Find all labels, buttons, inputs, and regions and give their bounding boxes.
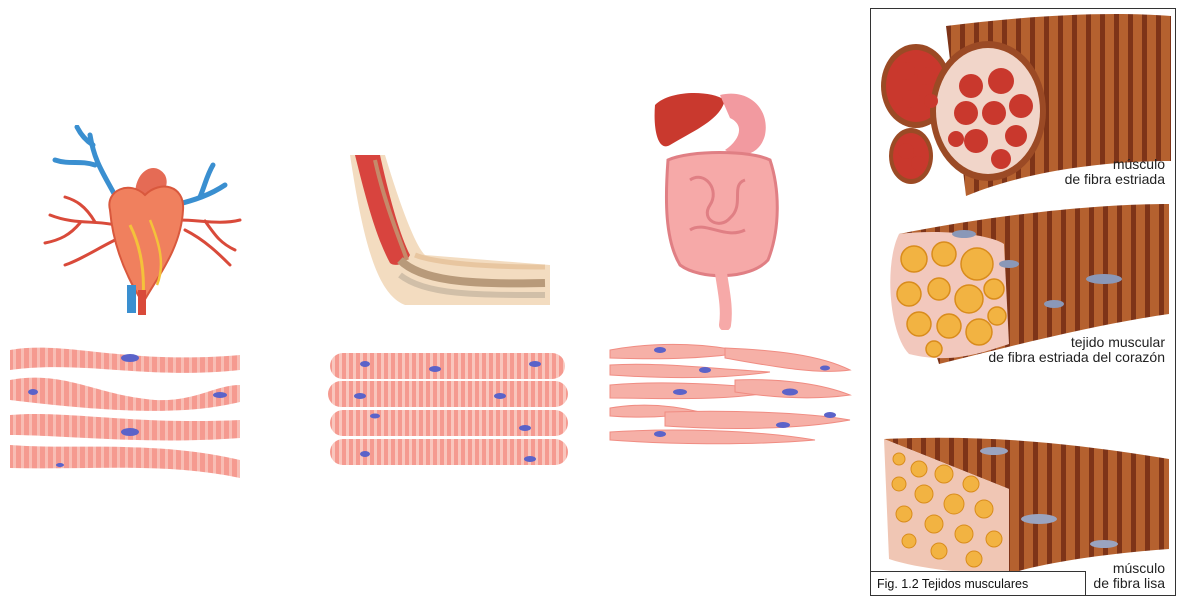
cardiac-label: tejido muscular de fibra estriada del co… xyxy=(988,335,1165,365)
striated-label: músculo de fibra estriada xyxy=(1065,157,1165,187)
smooth-label: músculo de fibra lisa xyxy=(1093,561,1165,591)
cardiac-fiber-illustration xyxy=(5,340,245,485)
nucleus xyxy=(121,354,139,362)
heart-illustration xyxy=(35,125,245,320)
figure-caption: Fig. 1.2 Tejidos musculares xyxy=(871,571,1086,595)
skeletal-fiber-illustration xyxy=(325,348,570,470)
smooth-muscle-illustration xyxy=(879,429,1169,579)
muscle-tissue-figure: músculo de fibra estriada tejido muscula… xyxy=(870,8,1176,596)
smooth-fiber-illustration xyxy=(605,340,855,450)
arm-illustration xyxy=(345,155,555,315)
digestive-illustration xyxy=(650,90,790,330)
